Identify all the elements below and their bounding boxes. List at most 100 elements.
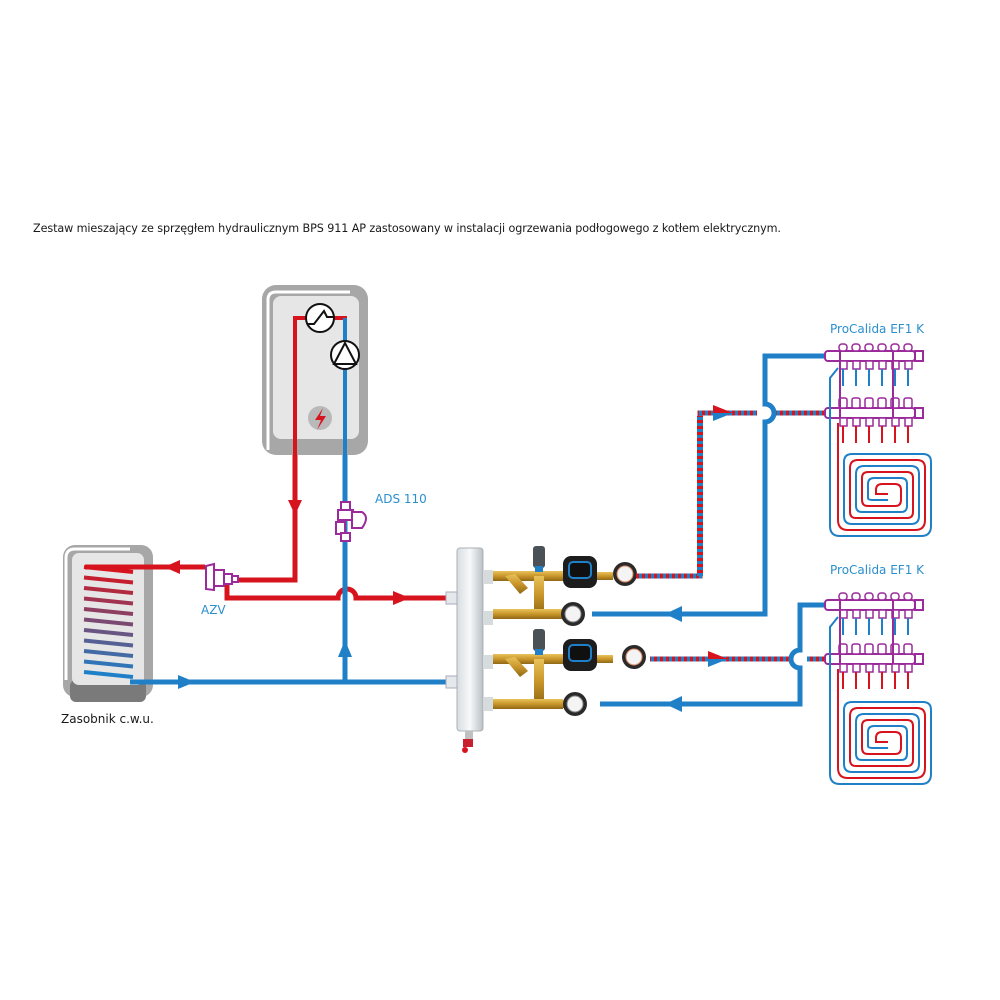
hydraulic-separator	[445, 547, 493, 753]
valve-cap	[877, 592, 887, 601]
outlet-fitting	[878, 360, 887, 370]
coil-turn	[83, 617, 134, 627]
mixing-group	[493, 546, 637, 626]
brass-tee	[534, 659, 544, 704]
loop-return	[829, 616, 932, 785]
azv-label: AZV	[201, 603, 226, 617]
coil-turn	[83, 596, 134, 606]
azv-valve-icon	[205, 562, 239, 592]
brass-tee	[534, 576, 544, 614]
drain-valve-icon	[462, 731, 473, 753]
outlet-fitting	[865, 663, 874, 673]
mixing-valve-actuator-icon	[533, 629, 545, 651]
manifold-endcap	[914, 350, 924, 362]
outlet-fitting	[839, 663, 848, 673]
flowmeter-icon	[877, 643, 887, 655]
outlet-fitting	[852, 609, 861, 619]
pipe-network-boiler	[85, 455, 446, 689]
circulator-pump-icon	[563, 556, 597, 588]
underfloor-heating-loop	[829, 616, 932, 785]
outlet-fitting	[891, 417, 900, 427]
lightning-icon	[308, 406, 332, 430]
outlet-fitting	[839, 417, 848, 427]
ads-110-separator-valve-icon	[335, 501, 367, 542]
outlet-fitting	[839, 609, 848, 619]
pipe-network-floor	[592, 353, 827, 712]
outlet-fitting	[878, 417, 887, 427]
outlet-fitting	[852, 417, 861, 427]
valve-cap	[903, 592, 913, 601]
flowmeter-icon	[877, 397, 887, 409]
valve-cap	[838, 592, 848, 601]
outlet-fitting	[865, 609, 874, 619]
flowmeter-icon	[864, 397, 874, 409]
brass-pipe	[493, 699, 563, 709]
coil-turn	[83, 659, 134, 669]
tank-label: Zasobnik c.w.u.	[61, 712, 154, 726]
circulator-pump-icon	[563, 639, 597, 671]
outlet-fitting	[878, 609, 887, 619]
diagram-caption: Zestaw mieszający ze sprzęgłem hydraulic…	[33, 222, 781, 235]
manifold-bar	[824, 407, 916, 419]
mixing-valve-actuator-icon	[533, 546, 545, 568]
manifold-bar	[824, 599, 916, 611]
coil-turn	[83, 670, 134, 679]
tank-coil	[83, 565, 134, 679]
loop-supply	[837, 423, 926, 531]
valve-cap	[864, 592, 874, 601]
outlet-fitting	[891, 663, 900, 673]
electric-boiler	[262, 285, 368, 460]
outlet-fitting	[852, 663, 861, 673]
valve-cap	[903, 343, 913, 352]
manifold-endcap	[914, 407, 924, 419]
brass-pipe	[493, 654, 563, 664]
strainer-icon	[505, 657, 528, 677]
valve-cap	[851, 592, 861, 601]
strainer-icon	[505, 574, 528, 594]
outlet-fitting	[839, 360, 848, 370]
outlet-fitting	[865, 417, 874, 427]
brass-pipe	[493, 609, 563, 619]
flowmeter-icon	[903, 397, 913, 409]
valve-cap	[877, 343, 887, 352]
manifold-endcap	[914, 599, 924, 611]
outlet-fitting	[865, 360, 874, 370]
valve-cap	[890, 343, 900, 352]
flowmeter-icon	[903, 643, 913, 655]
outlet-fitting	[904, 609, 913, 619]
manifold-top-label: ProCalida EF1 K	[830, 322, 925, 336]
pump-icon	[330, 340, 360, 370]
coil-turn	[83, 575, 134, 585]
manifold-procalida	[824, 343, 924, 443]
flowmeter-icon	[864, 643, 874, 655]
loop-return	[829, 367, 932, 537]
loop-supply	[837, 669, 926, 779]
valve-cap	[838, 343, 848, 352]
outlet-fitting	[904, 663, 913, 673]
ads-label: ADS 110	[375, 492, 427, 506]
flowmeter-icon	[851, 643, 861, 655]
heat-exchanger-icon	[305, 303, 335, 333]
brass-pipe	[493, 571, 563, 581]
outlet-fitting	[904, 417, 913, 427]
coil-turn	[83, 586, 134, 595]
outlet-fitting	[904, 360, 913, 370]
coil-turn	[83, 607, 134, 616]
valve-cap	[851, 343, 861, 352]
manifold-bar	[824, 653, 916, 665]
flowmeter-icon	[851, 397, 861, 409]
hot-water-tank	[63, 545, 153, 702]
manifold-procalida	[824, 592, 924, 689]
valve-cap	[864, 343, 874, 352]
underfloor-heating-loop	[829, 367, 932, 537]
manifold-bottom-label: ProCalida EF1 K	[830, 563, 925, 577]
manifold-bar	[824, 350, 916, 362]
coil-turn	[83, 649, 134, 658]
coil-turn	[83, 638, 134, 648]
mixing-group	[493, 629, 646, 716]
outlet-fitting	[878, 663, 887, 673]
coil-turn	[83, 628, 134, 637]
valve-cap	[890, 592, 900, 601]
manifold-endcap	[914, 653, 924, 665]
